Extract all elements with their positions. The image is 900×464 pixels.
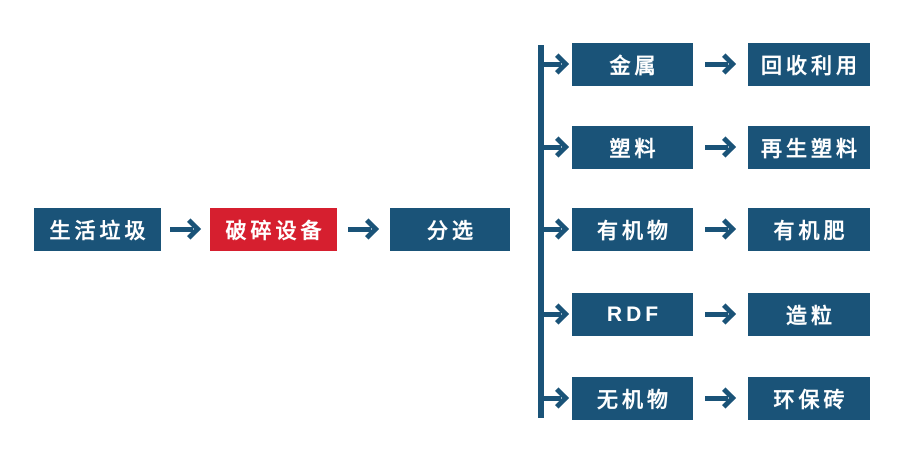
arrow-right-icon [705,53,735,75]
arrow-right-icon [170,218,200,240]
node-plastic: 塑料 [572,126,693,169]
arrow-right-icon [348,218,378,240]
arrow-right-icon [705,218,735,240]
node-organic-matter: 有机物 [572,208,693,251]
node-eco-brick: 环保砖 [748,377,870,420]
node-sorting: 分选 [390,208,510,251]
node-household-waste: 生活垃圾 [34,208,161,251]
branch-arrow-icon [540,53,568,75]
node-metal: 金属 [572,43,693,86]
arrow-right-icon [705,387,735,409]
arrow-right-icon [705,303,735,325]
arrow-right-icon [705,136,735,158]
branch-arrow-icon [540,387,568,409]
branch-arrow-icon [540,303,568,325]
node-recycled-plastic: 再生塑料 [748,126,870,169]
node-rdf: RDF [572,293,693,336]
branch-arrow-icon [540,218,568,240]
node-recycling: 回收利用 [748,43,870,86]
node-inorganic-matter: 无机物 [572,377,693,420]
node-organic-fertilizer: 有机肥 [748,208,870,251]
branch-arrow-icon [540,136,568,158]
node-granulation: 造粒 [748,293,870,336]
node-crushing-equipment: 破碎设备 [210,208,337,251]
